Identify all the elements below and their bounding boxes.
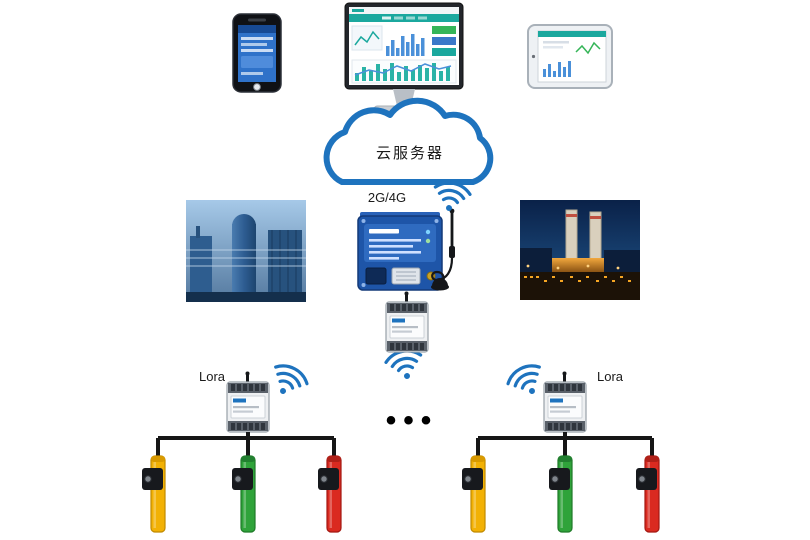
ct-sensor-red	[318, 455, 342, 533]
power-plant-photo	[520, 200, 640, 300]
industrial-plant-photo	[186, 200, 306, 302]
ct-sensor-yellow	[462, 455, 486, 533]
tablet-bar-chart	[543, 61, 571, 77]
ct-sensor-green	[549, 455, 573, 533]
network-type-label: 2G/4G	[367, 190, 407, 205]
bus-wiring-left	[156, 432, 336, 460]
lora-label-left: Lora	[198, 369, 226, 384]
wifi-icon	[429, 178, 474, 217]
bus-wiring-right	[476, 432, 654, 460]
wifi-icon	[382, 346, 427, 385]
wifi-icon	[503, 358, 551, 404]
cloud-server-label: 云服务器	[375, 145, 444, 162]
lora-label-right: Lora	[596, 369, 624, 384]
plant-window-lights	[524, 276, 631, 282]
antenna-icon	[431, 208, 455, 291]
cloud-icon	[323, 97, 494, 185]
lora-module-right	[543, 370, 587, 433]
dashboard-bar-chart	[386, 34, 425, 56]
monitor-icon	[344, 2, 464, 114]
gateway-device	[357, 212, 443, 291]
more-nodes-ellipsis: •••	[385, 404, 439, 437]
repeater-module	[385, 290, 429, 353]
smartphone-icon	[232, 13, 282, 93]
ct-sensor-yellow	[142, 455, 166, 533]
ct-sensor-red	[636, 455, 660, 533]
tablet-icon	[527, 24, 613, 89]
ct-sensor-green	[232, 455, 256, 533]
wifi-icon	[264, 358, 312, 404]
